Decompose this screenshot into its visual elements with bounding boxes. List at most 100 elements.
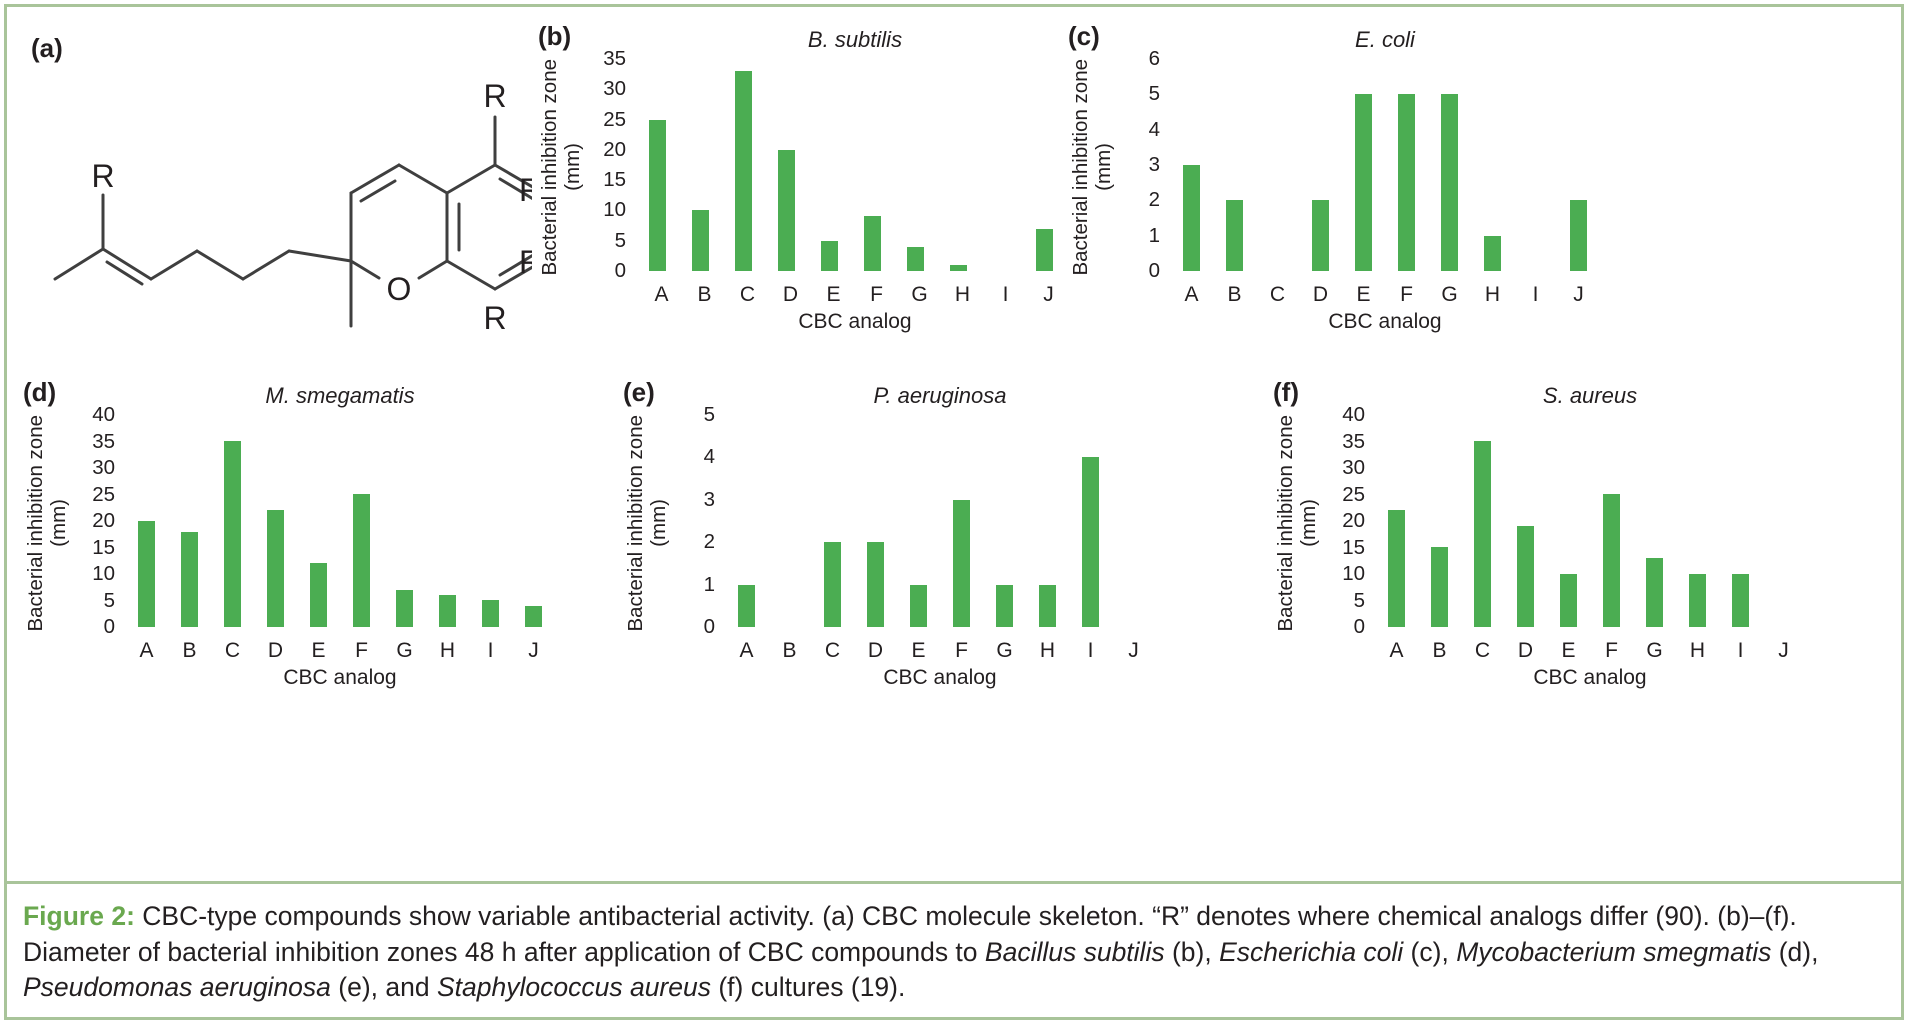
y-axis-label: Bacterial inhibition zone(mm) bbox=[21, 415, 73, 632]
x-tick-label: F bbox=[1605, 638, 1618, 662]
bar-slot bbox=[679, 59, 722, 271]
x-tick-label: E bbox=[911, 638, 926, 662]
y-tick-label: 5 bbox=[614, 228, 626, 252]
chart-title: E. coli bbox=[1355, 27, 1415, 52]
bar-slot bbox=[1547, 415, 1590, 627]
caption-segment: Bacillus subtilis bbox=[984, 936, 1165, 967]
y-axis-label-unit: (mm) bbox=[1091, 143, 1115, 192]
x-tick-label: G bbox=[1646, 638, 1663, 662]
bar bbox=[1312, 200, 1329, 271]
bar bbox=[1732, 574, 1749, 627]
x-tick-label: G bbox=[396, 638, 413, 662]
x-tick-label: I bbox=[487, 638, 494, 662]
x-tick-label: H bbox=[954, 282, 971, 306]
x-tick-label: I bbox=[1002, 282, 1009, 306]
x-tick-label: F bbox=[1400, 282, 1413, 306]
x-tick-label: J bbox=[1043, 282, 1054, 306]
y-tick-label: 30 bbox=[1342, 456, 1365, 479]
x-tick-label: B bbox=[697, 282, 712, 306]
oxygen-atom-label: O bbox=[387, 271, 412, 307]
caption-segment: (e), and bbox=[330, 971, 437, 1002]
chart-title: B. subtilis bbox=[807, 27, 903, 52]
x-axis-label: CBC analog bbox=[798, 309, 912, 333]
bar bbox=[907, 247, 924, 271]
bar bbox=[224, 441, 241, 627]
bar bbox=[1183, 165, 1200, 271]
y-tick-label: 0 bbox=[1353, 615, 1365, 638]
y-tick-label: 5 bbox=[703, 403, 715, 426]
x-tick-label: D bbox=[267, 638, 284, 662]
x-tick-label: C bbox=[739, 282, 756, 306]
x-tick-label: I bbox=[1737, 638, 1744, 662]
bar bbox=[1355, 94, 1372, 271]
x-tick-label: C bbox=[1269, 282, 1286, 306]
bar bbox=[778, 150, 795, 271]
bar bbox=[821, 241, 838, 271]
bar-slot bbox=[1428, 59, 1471, 271]
x-tick-label: D bbox=[867, 638, 884, 662]
bar-slot bbox=[1023, 59, 1066, 271]
x-tick-label: H bbox=[1689, 638, 1706, 662]
caption-segment: (f) cultures (19). bbox=[710, 971, 906, 1002]
substituent-label-r-bottom: R bbox=[483, 300, 506, 336]
y-axis-label: Bacterial inhibition zone(mm) bbox=[621, 415, 673, 632]
bar-slot bbox=[1375, 415, 1418, 627]
panel-grid: (a) bbox=[7, 7, 1901, 881]
caption-segment: (b), bbox=[1164, 936, 1220, 967]
panel-row-top: (a) bbox=[21, 17, 1887, 369]
panel-label: (d) bbox=[23, 377, 57, 407]
x-tick-label: B bbox=[182, 638, 197, 662]
x-tick-label: D bbox=[782, 282, 799, 306]
whitespace-spacer bbox=[21, 729, 1887, 881]
bar-slot bbox=[1112, 415, 1155, 627]
bar-slot bbox=[168, 415, 211, 627]
caption-segment: Escherichia coli bbox=[1219, 936, 1404, 967]
y-tick-label: 20 bbox=[603, 137, 626, 161]
y-tick-label: 0 bbox=[703, 615, 715, 638]
y-tick-label: 35 bbox=[1342, 429, 1365, 453]
y-tick-label: 5 bbox=[1148, 82, 1160, 106]
y-axis-label-text: Bacterial inhibition zone bbox=[1068, 59, 1092, 276]
bar-slot bbox=[765, 59, 808, 271]
bar bbox=[310, 563, 327, 627]
x-tick-label: F bbox=[870, 282, 883, 306]
y-tick-label: 30 bbox=[92, 456, 115, 479]
x-tick-label: G bbox=[911, 282, 928, 306]
y-tick-label: 0 bbox=[614, 259, 626, 282]
bar bbox=[138, 521, 155, 627]
bar-slot bbox=[1504, 415, 1547, 627]
bar bbox=[1474, 441, 1491, 627]
bar-slot bbox=[1719, 415, 1762, 627]
bar-slot bbox=[1256, 59, 1299, 271]
y-axis-label: Bacterial inhibition zone(mm) bbox=[536, 59, 586, 276]
y-tick-label: 15 bbox=[1342, 535, 1365, 559]
bar-slot bbox=[983, 415, 1026, 627]
bar bbox=[1560, 574, 1577, 627]
x-tick-label: J bbox=[1573, 282, 1584, 306]
x-tick-label: H bbox=[1484, 282, 1501, 306]
x-tick-label: E bbox=[1561, 638, 1576, 662]
x-tick-label: C bbox=[1474, 638, 1491, 662]
y-tick-label: 20 bbox=[92, 509, 115, 532]
x-tick-label: H bbox=[439, 638, 456, 662]
x-tick-label: H bbox=[1039, 638, 1056, 662]
bar-slot bbox=[897, 415, 940, 627]
x-tick-label: B bbox=[782, 638, 797, 662]
substituent-label-r-top: R bbox=[483, 78, 506, 114]
bar bbox=[692, 210, 709, 271]
bar bbox=[649, 120, 666, 271]
bar-slot bbox=[1471, 59, 1514, 271]
y-tick-label: 3 bbox=[703, 487, 715, 511]
bar bbox=[353, 494, 370, 627]
bar-slot bbox=[211, 415, 254, 627]
bar-slot bbox=[1762, 415, 1805, 627]
